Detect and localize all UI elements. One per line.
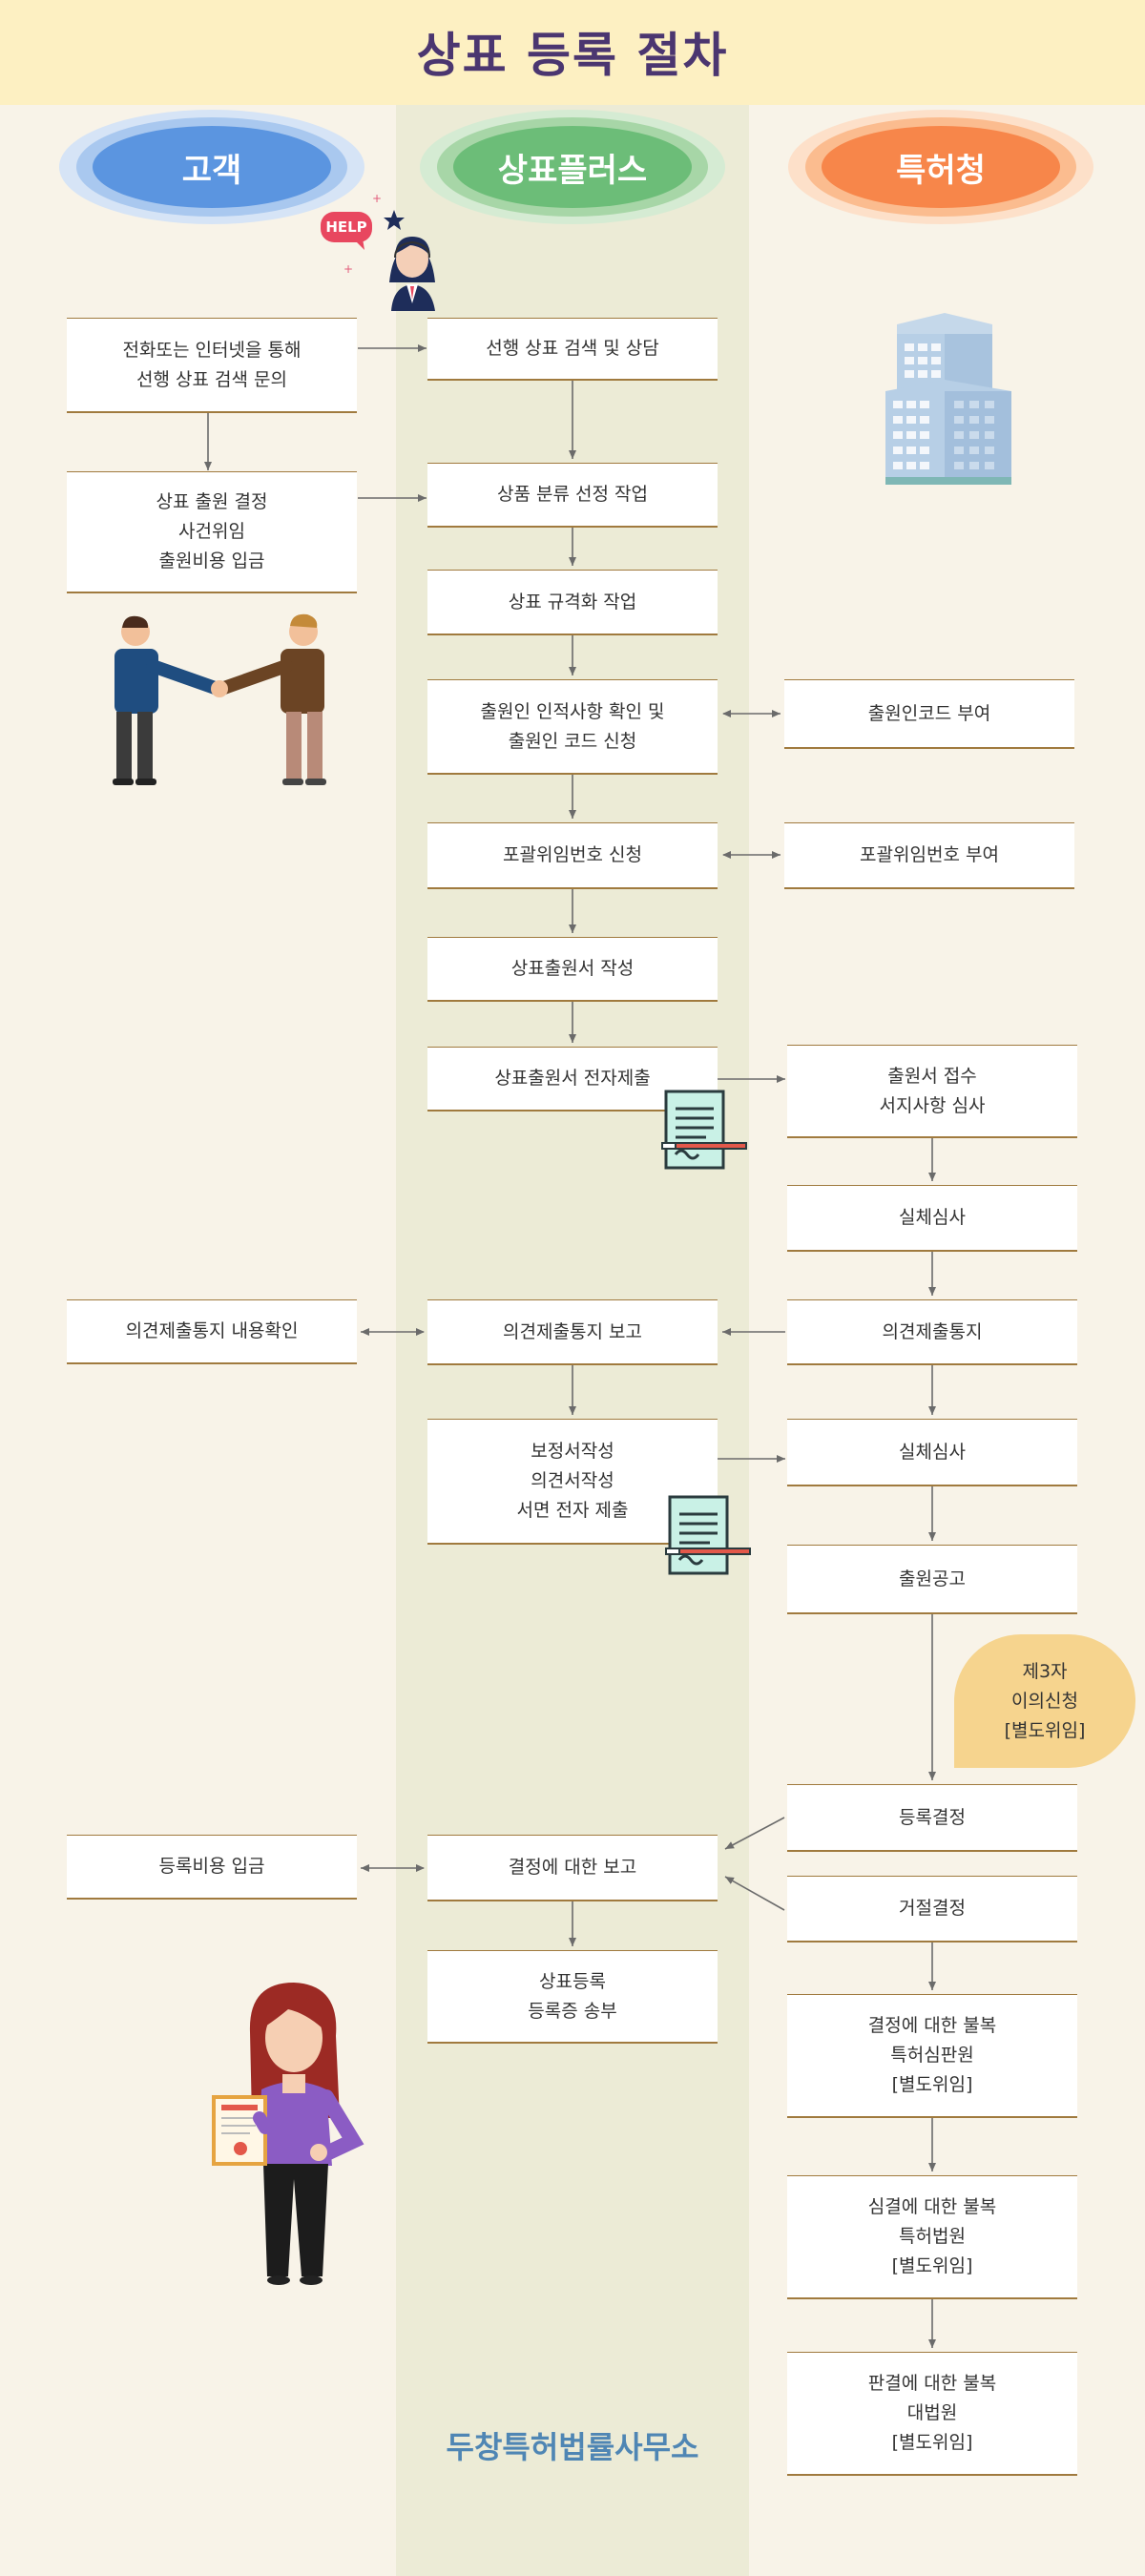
step-agent-write-application: 상표출원서 작성 xyxy=(427,937,718,1002)
step-office-receipt: 출원서 접수 서지사항 심사 xyxy=(787,1045,1077,1138)
help-label: HELP xyxy=(325,218,366,236)
svg-text:+: + xyxy=(344,262,353,276)
step-agent-notice-report: 의견제출통지 보고 xyxy=(427,1299,718,1365)
step-customer-inquiry: 전화또는 인터넷을 통해 선행 상표 검색 문의 xyxy=(67,318,357,413)
footer-firm-name: 두창특허법률사무소 xyxy=(446,2429,699,2465)
step-agent-standardize: 상표 규격화 작업 xyxy=(427,570,718,635)
lane-header-customer: 고객 xyxy=(93,126,331,208)
step-office-notice: 의견제출통지 xyxy=(787,1299,1077,1365)
document-pen-icon xyxy=(661,1090,747,1170)
step-office-appeal-board: 결정에 대한 불복 특허심판원 [별도위임] xyxy=(787,1994,1077,2118)
svg-text:+: + xyxy=(372,192,382,205)
opposition-note: 제3자 이의신청 [별도위임] xyxy=(954,1634,1135,1768)
step-office-patent-court: 심결에 대한 불복 특허법원 [별도위임] xyxy=(787,2175,1077,2299)
certificate-woman-illustration xyxy=(212,1983,364,2285)
step-agent-search: 선행 상표 검색 및 상담 xyxy=(427,318,718,381)
step-office-examination-1: 실체심사 xyxy=(787,1185,1077,1252)
document-pen-icon xyxy=(665,1495,751,1575)
step-agent-e-filing: 상표출원서 전자제출 xyxy=(427,1047,718,1111)
title-bar xyxy=(0,0,1145,105)
step-office-registration-decision: 등록결정 xyxy=(787,1784,1077,1852)
step-customer-decision: 상표 출원 결정 사건위임 출원비용 입금 xyxy=(67,471,357,593)
office-building-icon xyxy=(885,313,1011,485)
lane-header-office: 특허청 xyxy=(822,126,1060,208)
step-office-applicant-code: 출원인코드 부여 xyxy=(784,679,1074,749)
step-office-publication: 출원공고 xyxy=(787,1545,1077,1614)
arrow-p9-a10 xyxy=(724,1876,785,1911)
page-title: 상표 등록 절차 xyxy=(416,28,729,83)
step-office-supreme-court: 판결에 대한 불복 대법원 [별도위임] xyxy=(787,2352,1077,2476)
handshake-illustration xyxy=(113,613,326,785)
step-agent-decision-report: 결정에 대한 보고 xyxy=(427,1835,718,1901)
step-agent-certificate: 상표등록 등록증 송부 xyxy=(427,1950,718,2044)
lane-header-agent: 상표플러스 xyxy=(453,126,692,208)
step-office-power-number: 포괄위임번호 부여 xyxy=(784,822,1074,889)
step-customer-notice-check: 의견제출통지 내용확인 xyxy=(67,1299,357,1364)
step-agent-power-number: 포괄위임번호 신청 xyxy=(427,822,718,889)
step-office-examination-2: 실체심사 xyxy=(787,1419,1077,1486)
step-agent-classification: 상품 분류 선정 작업 xyxy=(427,463,718,528)
step-customer-registration-fee: 등록비용 입금 xyxy=(67,1835,357,1900)
step-agent-applicant-code: 출원인 인적사항 확인 및 출원인 코드 신청 xyxy=(427,679,718,775)
help-operator: + + HELP xyxy=(321,192,435,311)
step-office-rejection: 거절결정 xyxy=(787,1876,1077,1942)
arrow-p8-a10 xyxy=(724,1817,785,1850)
